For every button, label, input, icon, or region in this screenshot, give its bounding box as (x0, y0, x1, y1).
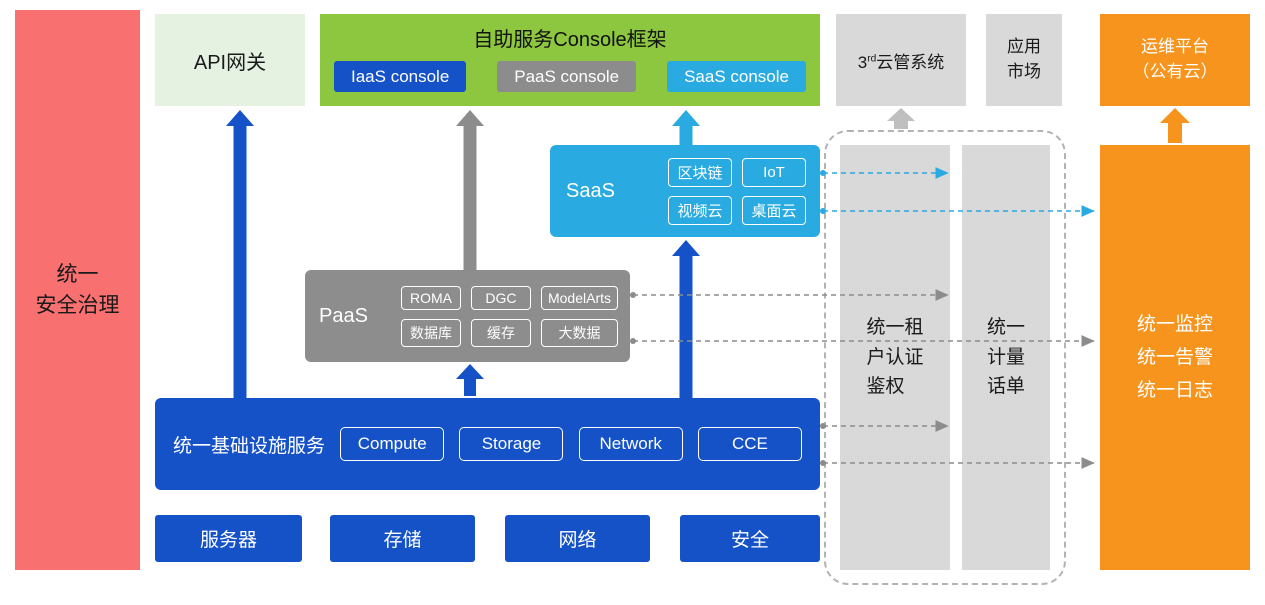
metering-bar: 统一 计量 话单 (962, 145, 1050, 570)
saas-services-grid: 区块链 IoT 视频云 桌面云 (668, 157, 806, 225)
saas-layer-box: SaaS 区块链 IoT 视频云 桌面云 (550, 145, 820, 237)
infra-btn-network: 网络 (505, 515, 650, 562)
third-party-num: 3 (857, 52, 868, 72)
saas-chip-desktop-cloud: 桌面云 (742, 195, 806, 225)
saas-console-button: SaaS console (667, 61, 806, 92)
security-governance-label: 统一 安全治理 (35, 262, 120, 318)
iaas-chip-compute: Compute (340, 427, 445, 461)
console-framework-panel: 自助服务Console框架 IaaS console PaaS console … (320, 14, 820, 106)
paas-chip-bigdata: 大数据 (540, 318, 618, 347)
paas-layer-box: PaaS ROMA DGC ModelArts 数据库 缓存 大数据 (305, 270, 630, 362)
om-platform-label: 运维平台 （公有云） (1132, 37, 1218, 81)
paas-chip-roma: ROMA (400, 285, 461, 310)
iaas-console-button: IaaS console (334, 61, 467, 92)
iaas-chip-cce: CCE (697, 427, 802, 461)
arrow-monitor-to-om-platform (1160, 108, 1190, 143)
arrow-iaas-to-api-gateway (226, 110, 254, 398)
om-platform-box: 运维平台 （公有云） (1100, 14, 1250, 106)
iaas-chip-storage: Storage (459, 427, 564, 461)
tenant-auth-label: 统一租 户认证 鉴权 (866, 317, 924, 398)
iaas-layer-box: 统一基础设施服务 Compute Storage Network CCE (155, 398, 820, 490)
saas-chip-blockchain: 区块链 (668, 157, 732, 187)
infra-btn-storage: 存储 (330, 515, 475, 562)
paas-chip-database: 数据库 (400, 318, 461, 347)
security-governance-bar: 统一 安全治理 (15, 10, 140, 570)
arrow-iaas-to-saas (672, 240, 700, 398)
infra-btn-security: 安全 (680, 515, 820, 562)
third-party-text: 云管系统 (876, 52, 945, 72)
paas-chip-dgc: DGC (470, 285, 531, 310)
app-market-box: 应用 市场 (986, 14, 1062, 106)
monitoring-label: 统一监控 统一告警 统一日志 (1136, 313, 1213, 402)
iaas-chip-network: Network (578, 427, 683, 461)
console-buttons-row: IaaS console PaaS console SaaS console (334, 61, 806, 92)
saas-chip-iot: IoT (742, 157, 806, 187)
monitoring-bar: 统一监控 统一告警 统一日志 (1100, 145, 1250, 570)
paas-chip-cache: 缓存 (470, 318, 531, 347)
paas-chip-modelarts: ModelArts (540, 285, 618, 310)
metering-label: 统一 计量 话单 (986, 317, 1025, 398)
third-party-cloud-mgmt-box: 3rd云管系统 (836, 14, 966, 106)
tenant-auth-bar: 统一租 户认证 鉴权 (840, 145, 950, 570)
arrow-iaas-to-paas (456, 364, 484, 396)
arrow-saas-to-console (672, 110, 700, 145)
app-market-label: 应用 市场 (1007, 37, 1041, 81)
console-framework-title: 自助服务Console框架 (473, 29, 667, 51)
arrow-frame-to-cloud-mgmt (887, 108, 915, 129)
third-party-cloud-mgmt-label: 3rd云管系统 (858, 48, 945, 73)
saas-layer-label: SaaS (566, 179, 615, 202)
iaas-layer-label: 统一基础设施服务 (173, 435, 326, 457)
api-gateway-box: API网关 (155, 14, 305, 106)
paas-layer-label: PaaS (319, 304, 368, 327)
tenant-services-dashed-frame (824, 130, 1066, 585)
paas-console-button: PaaS console (497, 61, 637, 92)
api-gateway-label: API网关 (193, 51, 267, 74)
infra-btn-server: 服务器 (155, 515, 302, 562)
paas-services-grid: ROMA DGC ModelArts 数据库 缓存 大数据 (400, 285, 618, 347)
third-party-sup: rd (867, 52, 877, 64)
arrow-paas-to-console (456, 110, 484, 270)
saas-chip-video-cloud: 视频云 (668, 195, 732, 225)
